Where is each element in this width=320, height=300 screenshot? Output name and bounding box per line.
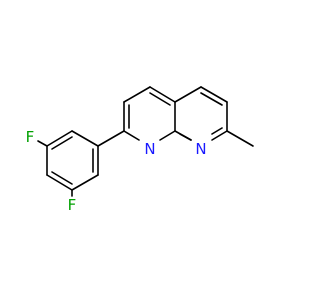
bond <box>37 140 48 147</box>
bond <box>226 130 254 147</box>
bond <box>211 130 228 141</box>
bond <box>200 92 223 106</box>
nitrogen-label-right: N <box>195 140 206 158</box>
bonds <box>37 86 254 197</box>
molecule-canvas: F F N N <box>26 86 254 214</box>
bond <box>159 130 176 141</box>
bond <box>149 92 171 106</box>
bond <box>51 136 73 150</box>
bond <box>71 174 99 191</box>
bond <box>149 86 176 103</box>
bond <box>123 130 140 141</box>
bond <box>179 133 192 141</box>
bond <box>97 130 125 147</box>
bond <box>51 171 73 185</box>
fluorine-label-top: F <box>26 128 35 146</box>
bond <box>211 127 223 135</box>
bond <box>46 130 73 147</box>
structure-drawing: F F N N <box>26 86 254 214</box>
bond <box>200 86 228 103</box>
atom-labels: F F N N <box>26 128 207 214</box>
fluorine-label-bottom: F <box>68 196 77 214</box>
bond <box>123 86 151 103</box>
bond <box>174 86 202 103</box>
bond <box>46 174 73 191</box>
bond <box>71 130 99 147</box>
nitrogen-label-left: N <box>144 140 155 158</box>
